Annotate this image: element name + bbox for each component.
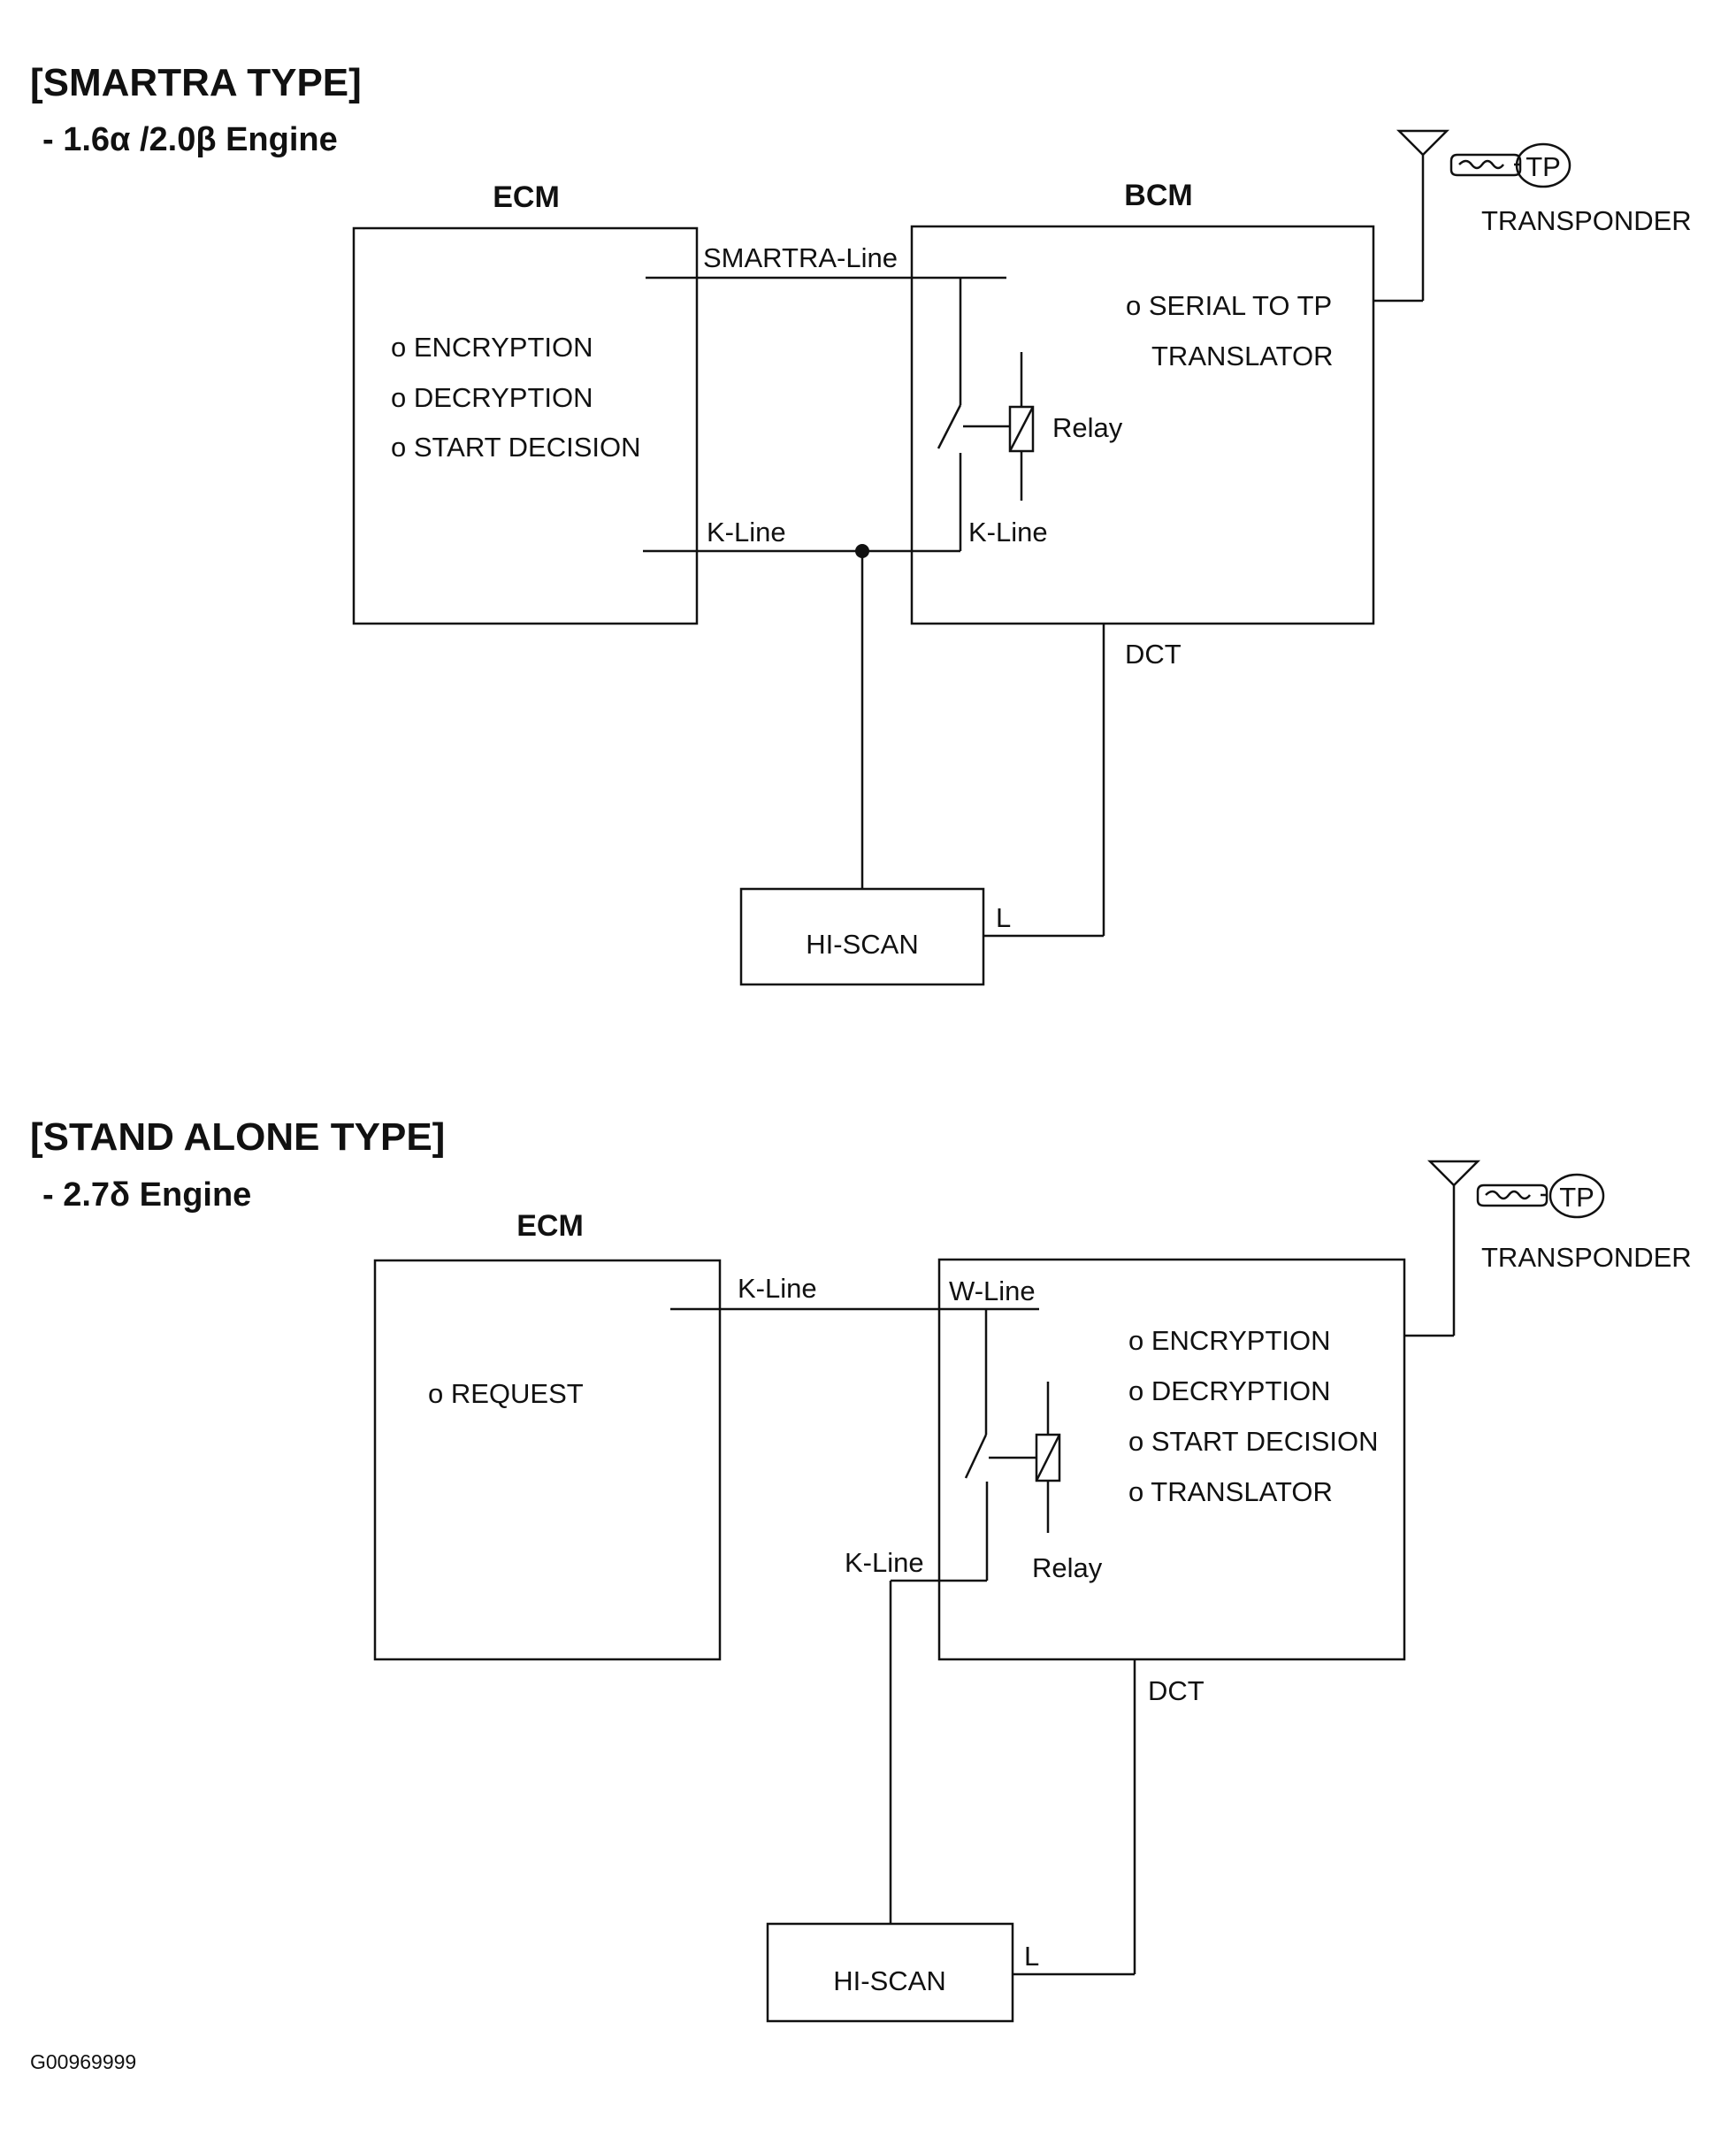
smartra-engine: - 1.6α /2.0β Engine — [42, 121, 338, 158]
standalone-l-label: L — [1024, 1941, 1039, 1972]
smartra-bcm-title: BCM — [1124, 179, 1192, 212]
standalone-immo-box — [937, 1258, 1406, 1661]
smartra-transponder-key-icon — [1449, 142, 1572, 188]
standalone-transponder-label: TRANSPONDER — [1481, 1242, 1692, 1273]
smartra-title: [SMARTRA TYPE] — [30, 61, 362, 104]
standalone-hiscan-box — [766, 1922, 1014, 2023]
standalone-k-line-ecm-label: K-Line — [738, 1273, 817, 1304]
standalone-hiscan-label: HI-SCAN — [833, 1965, 945, 1996]
smartra-hiscan-box — [739, 887, 985, 986]
smartra-relay-label: Relay — [1052, 412, 1123, 443]
standalone-section: [STAND ALONE TYPE] - 2.7δ Engine ECM o R… — [30, 1115, 1692, 2023]
smartra-ecm-box — [352, 226, 699, 625]
standalone-tp-label: TP — [1559, 1182, 1595, 1213]
smartra-bcm-box — [910, 225, 1375, 625]
smartra-l-label: L — [996, 902, 1011, 933]
smartra-ecm-func-2: o DECRYPTION — [391, 382, 593, 413]
smartra-bcm-func-2: TRANSLATOR — [1151, 341, 1334, 371]
standalone-engine: - 2.7δ Engine — [42, 1176, 251, 1214]
smartra-section: [SMARTRA TYPE] - 1.6α /2.0β Engine ECM o… — [30, 61, 1692, 986]
standalone-relay — [964, 1309, 1061, 1581]
smartra-k-line-bcm-label: K-Line — [968, 517, 1048, 548]
standalone-dct-label: DCT — [1148, 1675, 1204, 1706]
standalone-immo-func-3: o START DECISION — [1128, 1426, 1379, 1457]
standalone-relay-label: Relay — [1032, 1552, 1103, 1583]
standalone-antenna-icon — [1404, 1160, 1481, 1337]
smartra-bcm-func-1: o SERIAL TO TP — [1126, 290, 1332, 321]
smartra-tp-label: TP — [1526, 151, 1561, 182]
standalone-w-line-label: W-Line — [949, 1275, 1036, 1306]
figure-id: G00969999 — [30, 2050, 136, 2073]
smartra-k-line-ecm-label: K-Line — [707, 517, 786, 548]
standalone-k-line-scan-label: K-Line — [845, 1547, 924, 1578]
smartra-dct-label: DCT — [1125, 639, 1182, 670]
smartra-antenna-icon — [1373, 129, 1450, 303]
standalone-transponder-key-icon — [1476, 1173, 1605, 1219]
smartra-ecm-func-3: o START DECISION — [391, 432, 641, 463]
smartra-ecm-func-1: o ENCRYPTION — [391, 332, 593, 363]
standalone-title: [STAND ALONE TYPE] — [30, 1115, 445, 1159]
smartra-line-label: SMARTRA-Line — [703, 242, 898, 273]
standalone-ecm-func-1: o REQUEST — [428, 1378, 584, 1409]
smartra-ecm-title: ECM — [493, 180, 560, 214]
standalone-immo-func-4: o TRANSLATOR — [1128, 1476, 1333, 1507]
standalone-ecm-title: ECM — [516, 1209, 584, 1243]
smartra-relay — [937, 278, 1035, 551]
standalone-immo-func-1: o ENCRYPTION — [1128, 1325, 1331, 1356]
smartra-hiscan-label: HI-SCAN — [806, 929, 918, 960]
standalone-ecm-box — [373, 1259, 722, 1661]
smartra-transponder-label: TRANSPONDER — [1481, 205, 1692, 236]
standalone-immo-func-2: o DECRYPTION — [1128, 1375, 1331, 1406]
